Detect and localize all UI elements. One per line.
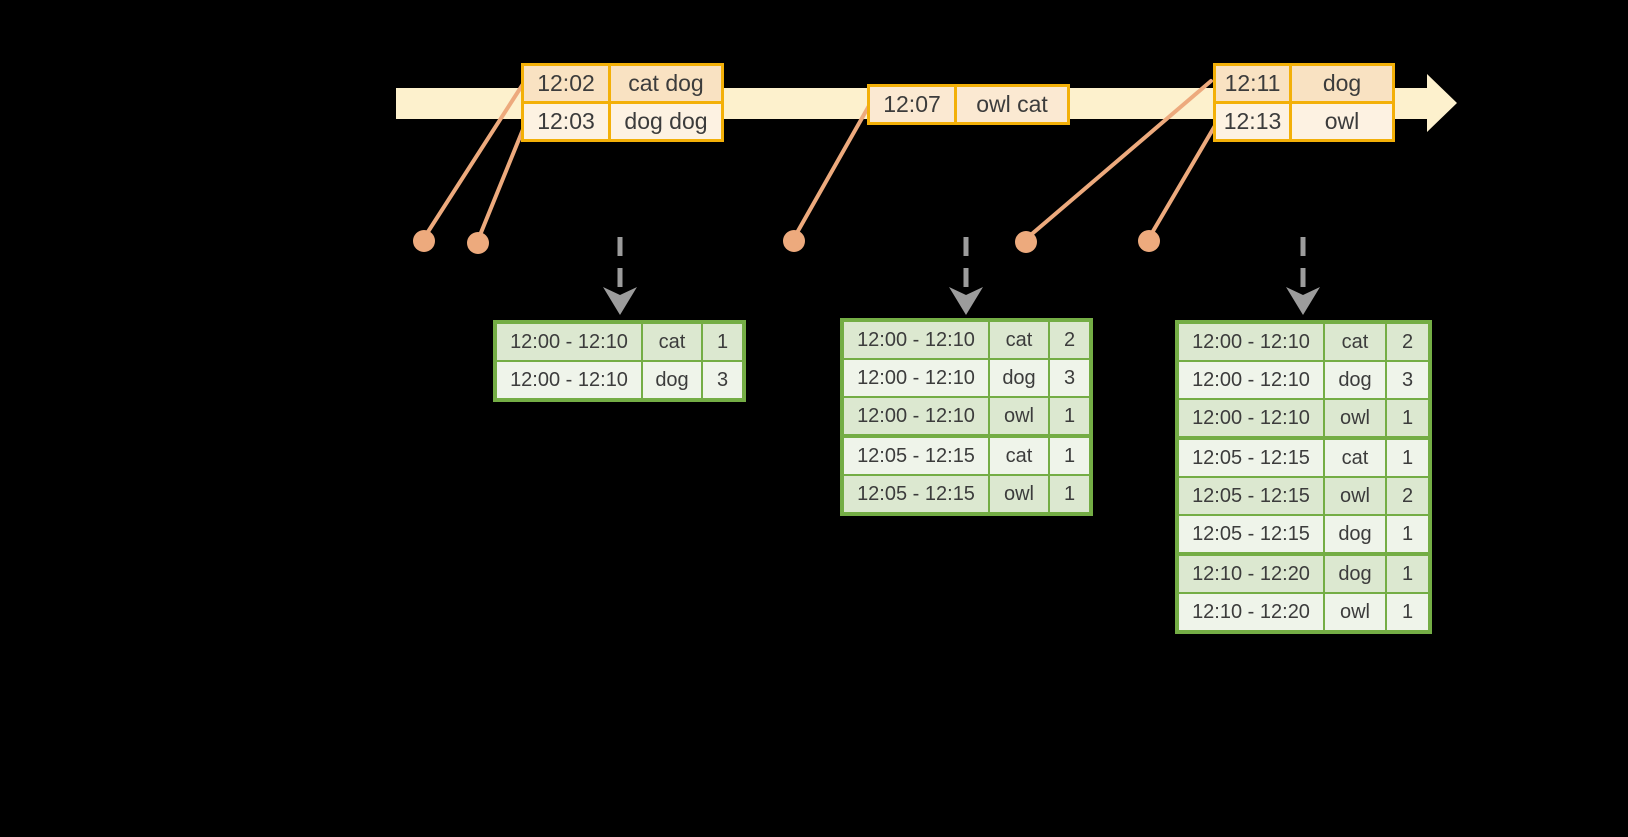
result-window-cell: 12:00 - 12:10: [1179, 324, 1323, 360]
result-count-cell: 1: [1050, 398, 1089, 434]
result-window-cell: 12:05 - 12:15: [1179, 478, 1323, 514]
result-count-cell: 2: [1387, 478, 1428, 514]
result-word-cell: cat: [1325, 440, 1385, 476]
event-dot: [467, 232, 489, 254]
connector-line: [1147, 122, 1218, 240]
connector-line: [476, 120, 528, 242]
event-connectors: [422, 79, 1218, 242]
result-word-cell: owl: [990, 476, 1048, 512]
result-count-cell: 1: [1387, 516, 1428, 552]
event-words-cell: cat dog: [611, 66, 721, 101]
result-count-cell: 3: [1387, 362, 1428, 398]
result-window-cell: 12:10 - 12:20: [1179, 594, 1323, 630]
result-word-cell: owl: [990, 398, 1048, 434]
result-count-cell: 1: [703, 324, 742, 360]
result-word-cell: dog: [990, 360, 1048, 396]
result-window-cell: 12:00 - 12:10: [497, 362, 641, 398]
result-window-cell: 12:00 - 12:10: [497, 324, 641, 360]
result-count-cell: 1: [1387, 594, 1428, 630]
result-word-cell: owl: [1325, 478, 1385, 514]
event-dots: [413, 230, 1160, 254]
result-count-cell: 1: [1387, 400, 1428, 436]
connector-line: [422, 82, 525, 240]
event-time-cell: 12:02: [524, 66, 608, 101]
event-dot: [1138, 230, 1160, 252]
result-window-cell: 12:05 - 12:15: [844, 476, 988, 512]
result-word-cell: cat: [643, 324, 701, 360]
event-words-cell: dog: [1292, 66, 1392, 101]
result-count-cell: 2: [1387, 324, 1428, 360]
result-word-cell: dog: [1325, 556, 1385, 592]
event-words-cell: owl: [1292, 104, 1392, 139]
connector-line: [1024, 79, 1213, 241]
result-window-cell: 12:00 - 12:10: [844, 360, 988, 396]
result-window-cell: 12:00 - 12:10: [1179, 362, 1323, 398]
event-dot: [1015, 231, 1037, 253]
result-window-cell: 12:05 - 12:15: [1179, 440, 1323, 476]
event-dot: [783, 230, 805, 252]
result-count-cell: 3: [1050, 360, 1089, 396]
trigger-arrowhead-icon: [603, 287, 637, 315]
result-window-cell: 12:05 - 12:15: [1179, 516, 1323, 552]
event-words-cell: dog dog: [611, 104, 721, 139]
event-time-cell: 12:03: [524, 104, 608, 139]
trigger-arrowhead-icon: [949, 287, 983, 315]
event-time-cell: 12:07: [870, 87, 954, 122]
result-word-cell: cat: [990, 322, 1048, 358]
result-word-cell: dog: [643, 362, 701, 398]
result-window-cell: 12:00 - 12:10: [844, 398, 988, 434]
trigger-arrowhead-icon: [1286, 287, 1320, 315]
event-time-cell: 12:11: [1216, 66, 1289, 101]
event-words-cell: owl cat: [957, 87, 1067, 122]
result-count-cell: 2: [1050, 322, 1089, 358]
result-word-cell: cat: [990, 438, 1048, 474]
result-word-cell: owl: [1325, 594, 1385, 630]
trigger-arrows: [603, 237, 1320, 315]
result-window-cell: 12:10 - 12:20: [1179, 556, 1323, 592]
result-window-cell: 12:00 - 12:10: [844, 322, 988, 358]
result-count-cell: 1: [1387, 556, 1428, 592]
result-word-cell: cat: [1325, 324, 1385, 360]
result-word-cell: owl: [1325, 400, 1385, 436]
result-window-cell: 12:00 - 12:10: [1179, 400, 1323, 436]
event-dot: [413, 230, 435, 252]
result-count-cell: 1: [1050, 476, 1089, 512]
connector-line: [792, 102, 872, 240]
result-count-cell: 1: [1050, 438, 1089, 474]
result-count-cell: 3: [703, 362, 742, 398]
result-count-cell: 1: [1387, 440, 1428, 476]
event-time-cell: 12:13: [1216, 104, 1289, 139]
timeline-arrowhead-icon: [1427, 74, 1457, 132]
result-word-cell: dog: [1325, 362, 1385, 398]
result-word-cell: dog: [1325, 516, 1385, 552]
result-window-cell: 12:05 - 12:15: [844, 438, 988, 474]
